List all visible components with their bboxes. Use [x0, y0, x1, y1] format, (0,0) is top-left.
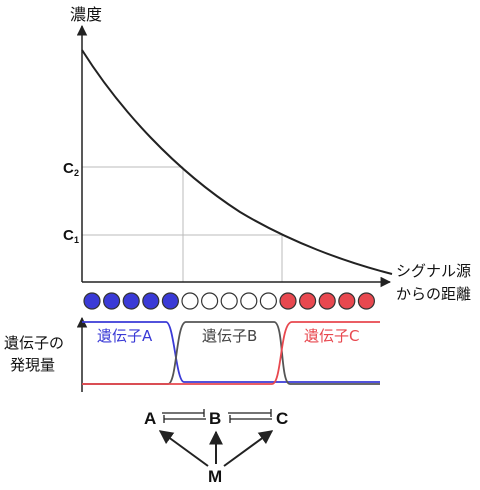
- b-c-inhibition: [228, 409, 272, 423]
- x-axis-label-line1: シグナル源: [396, 262, 471, 280]
- gene-a-label: 遺伝子A: [97, 327, 153, 345]
- concentration-curve: [81, 49, 393, 275]
- gene-a-curve: [82, 321, 380, 383]
- cell-red: [357, 292, 375, 310]
- regulatory-network: A B C M: [144, 409, 288, 486]
- m-to-a-arrow: [158, 430, 209, 467]
- cell-white: [240, 292, 258, 310]
- c1-subscript: 1: [74, 235, 79, 245]
- cell-white: [181, 292, 199, 310]
- gene-c-label: 遺伝子C: [304, 327, 359, 345]
- cell-red: [318, 292, 336, 310]
- cell-blue: [83, 292, 101, 310]
- cell-white: [220, 292, 238, 310]
- node-m: M: [208, 467, 222, 486]
- expression-plot: 遺伝子の 発現量 遺伝子A 遺伝子B 遺伝子C: [4, 316, 380, 392]
- cell-white: [259, 292, 277, 310]
- cell-row: [83, 292, 375, 310]
- node-b: B: [209, 409, 221, 428]
- cell-red: [338, 292, 356, 310]
- cell-blue: [142, 292, 160, 310]
- concentration-graph: 濃度 シグナル源 からの距離 C 2 C 1: [63, 5, 471, 303]
- cell-red: [299, 292, 317, 310]
- expression-y-label-line2: 発現量: [10, 356, 55, 374]
- expression-y-label-line1: 遺伝子の: [4, 334, 64, 352]
- node-c: C: [276, 409, 288, 428]
- x-axis-label-line2: からの距離: [396, 285, 471, 303]
- cell-red: [279, 292, 297, 310]
- gene-b-curve: [82, 321, 380, 385]
- cell-blue: [161, 292, 179, 310]
- c1-label: C: [63, 227, 74, 244]
- node-a: A: [144, 409, 156, 428]
- gene-b-label: 遺伝子B: [202, 327, 257, 345]
- c2-subscript: 2: [74, 168, 79, 178]
- cell-blue: [102, 292, 121, 310]
- gene-c-curve: [82, 321, 380, 385]
- a-b-inhibition: [162, 409, 206, 423]
- c2-label: C: [63, 160, 74, 177]
- cell-blue: [122, 292, 140, 310]
- cell-white: [201, 292, 219, 310]
- m-to-c-arrow: [223, 430, 274, 467]
- y-axis-label: 濃度: [70, 5, 102, 24]
